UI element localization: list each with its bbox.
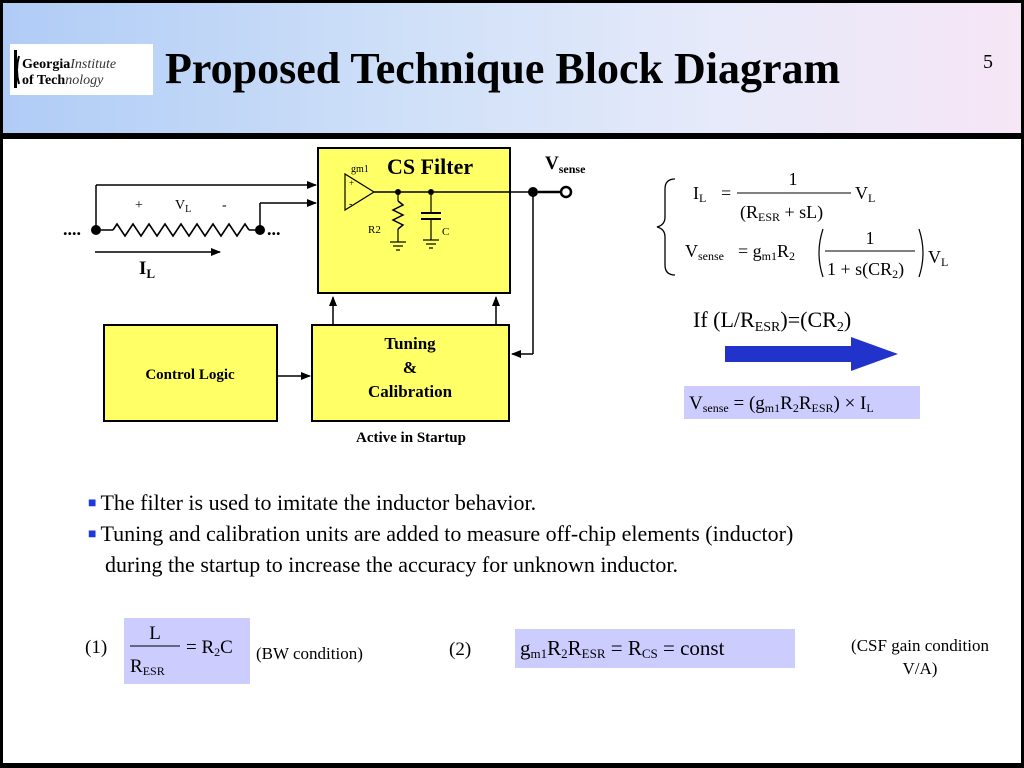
opamp-plus: + — [349, 178, 354, 188]
tuning-calibration-block — [311, 324, 510, 422]
svg-text:Vsense: Vsense — [685, 241, 724, 263]
il-label: IL — [139, 258, 155, 281]
control-logic-label: Control Logic — [145, 367, 235, 383]
curly-brace-icon — [656, 178, 676, 276]
transconductance-amp-icon — [344, 172, 376, 212]
opamp-minus: - — [349, 199, 352, 210]
right-arrow-icon — [725, 337, 898, 371]
svg-text:L: L — [149, 623, 161, 644]
r2-label: R2 — [368, 224, 381, 236]
svg-text:VL: VL — [928, 247, 948, 269]
bullet-list: ■The filter is used to imitate the induc… — [88, 488, 793, 580]
tuning-label: Tuning — [384, 334, 436, 353]
eq1-note: (BW condition) — [256, 644, 363, 663]
georgia-tech-logo: GeorgiaInstitute of Technology — [10, 44, 153, 95]
svg-text:1 + s(CR2): 1 + s(CR2) — [827, 259, 904, 281]
svg-text:=: = — [721, 183, 731, 203]
page-title: Proposed Technique Block Diagram — [165, 44, 841, 93]
svg-text:IL: IL — [693, 183, 706, 205]
vsense-terminal-icon — [559, 185, 573, 199]
logo-line2: of Technology — [22, 73, 104, 88]
eq2-note-line1: (CSF gain condition — [851, 636, 989, 655]
content-area: CS Filter + - gm1 R2 C — [3, 139, 1021, 763]
eq2-equation: gm1R2RESR = RCS = const — [520, 636, 725, 661]
gm1-label: gm1 — [351, 164, 369, 175]
result-equation-box — [684, 386, 920, 419]
c-label: C — [442, 226, 449, 238]
vsense-label: Vsense — [545, 153, 586, 176]
eq1-box — [124, 618, 250, 684]
cs-filter-label: CS Filter — [387, 154, 473, 179]
bullet-item: ■Tuning and calibration units are added … — [88, 521, 794, 546]
eq1-number: (1) — [85, 637, 107, 658]
svg-text:1: 1 — [789, 169, 798, 189]
svg-text:= R2C: = R2C — [186, 637, 233, 659]
dots-right: ... — [267, 219, 281, 239]
page-number: 5 — [983, 51, 993, 73]
resistor-r2-icon — [391, 200, 405, 230]
equation-system: IL = 1 (RESR + sL) VL Vsense = gm1R2 1 1… — [656, 169, 948, 281]
bullet-item: ■The filter is used to imitate the induc… — [88, 490, 537, 515]
vl-label: VL — [175, 198, 191, 215]
vl-minus: - — [222, 198, 227, 213]
cs-filter-block — [317, 147, 511, 294]
bullet-continuation: during the startup to increase the accur… — [105, 552, 679, 577]
calibration-label: Calibration — [368, 382, 453, 401]
ampersand-label: & — [403, 358, 417, 377]
header-bar: GeorgiaInstitute of Technology Proposed … — [3, 3, 1021, 133]
control-logic-block — [103, 324, 278, 422]
bullet-square-icon: ■ — [88, 496, 97, 511]
block-diagram: CS Filter + - gm1 R2 C — [63, 147, 989, 684]
logo-line1: GeorgiaInstitute — [22, 57, 116, 72]
eq2-number: (2) — [449, 639, 471, 660]
vl-plus: + — [135, 198, 143, 213]
eq2-note-line2: V/A) — [903, 659, 938, 678]
eq2-box — [515, 629, 795, 668]
svg-text:VL: VL — [855, 183, 875, 205]
svg-text:1: 1 — [866, 228, 875, 248]
inductor-esr-icon — [112, 222, 250, 238]
dots-left: .... — [63, 219, 81, 239]
svg-text:= gm1R2: = gm1R2 — [738, 241, 795, 263]
active-in-startup-label: Active in Startup — [356, 430, 466, 446]
if-condition: If (L/RESR)=(CR2) — [693, 307, 851, 335]
bullet-square-icon: ■ — [88, 527, 97, 542]
svg-text:(RESR + sL): (RESR + sL) — [740, 202, 823, 224]
